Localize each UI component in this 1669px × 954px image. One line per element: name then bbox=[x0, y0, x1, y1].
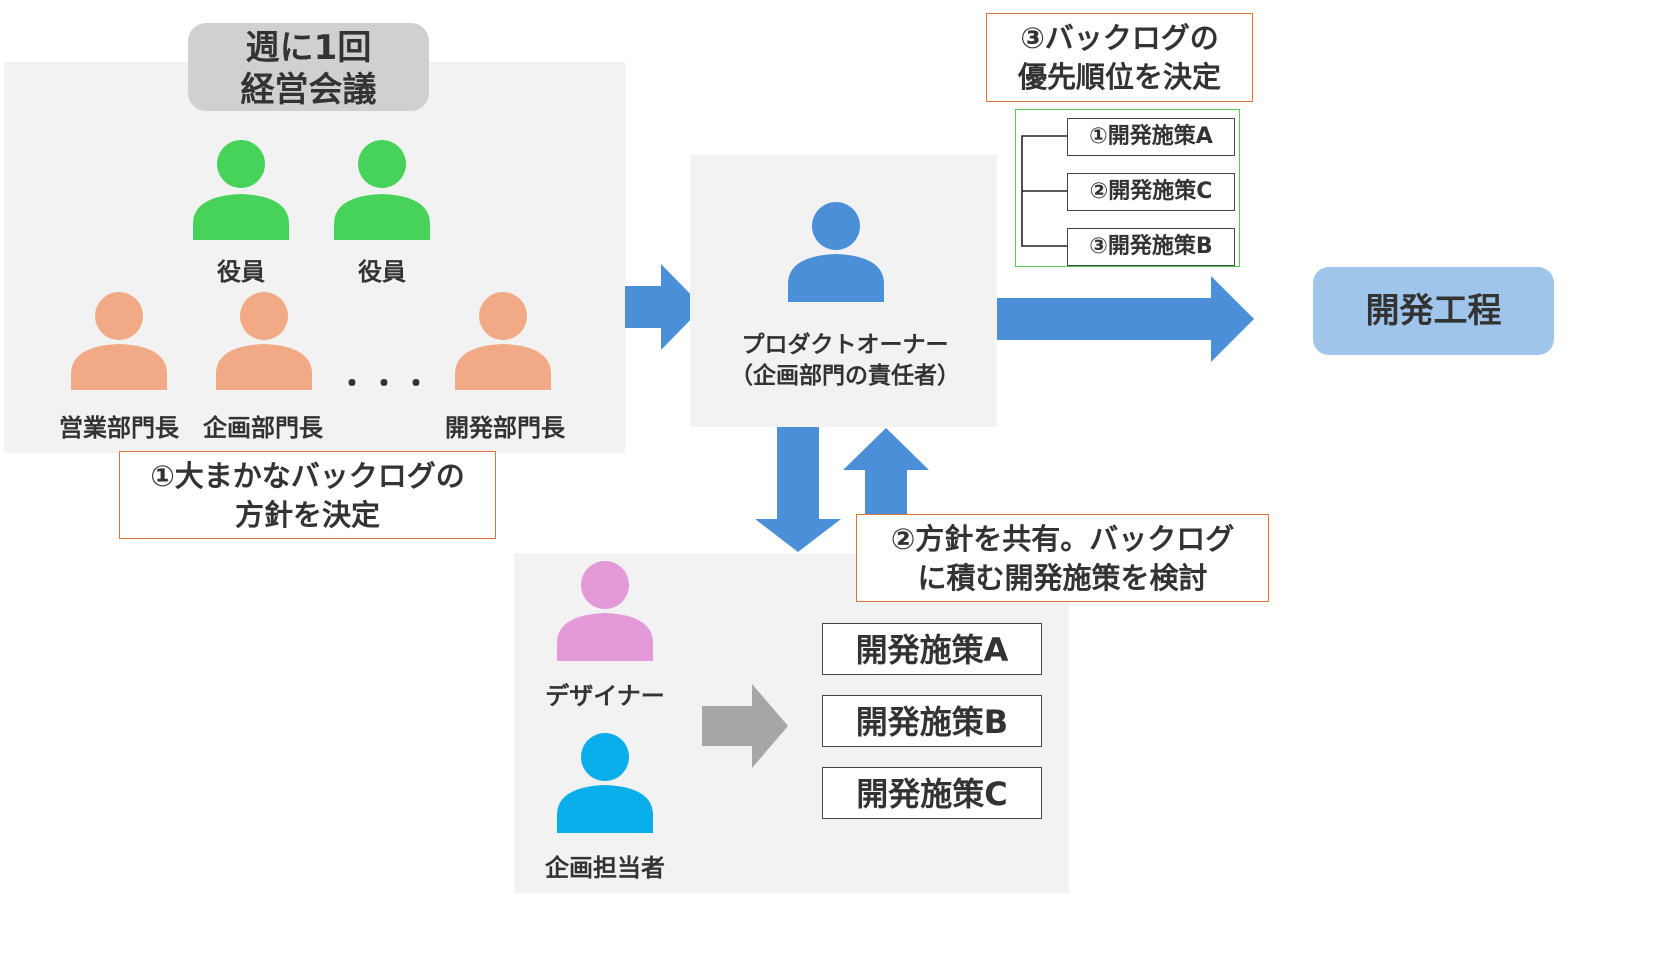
step1-line1: ①大まかなバックログの bbox=[150, 459, 465, 493]
dev-head-label: 開発部門長 bbox=[445, 414, 565, 442]
planner-person-icon bbox=[557, 733, 653, 833]
meeting-title: 週に1回 経営会議 bbox=[188, 23, 429, 111]
ellipsis: ・・・ bbox=[338, 367, 435, 400]
step2-line1: ②方針を共有。バックログ bbox=[890, 522, 1235, 556]
step2-callout: ②方針を共有。バックログ に積む開発施策を検討 bbox=[856, 514, 1269, 602]
executive-person-icon bbox=[193, 140, 289, 240]
dev-process-box: 開発工程 bbox=[1313, 267, 1554, 355]
task-item: 開発施策C bbox=[822, 767, 1042, 819]
step1-line2: 方針を決定 bbox=[234, 498, 380, 532]
step3-callout: ③バックログの 優先順位を決定 bbox=[986, 13, 1253, 102]
product-owner-role: （企画部門の責任者） bbox=[730, 363, 960, 389]
step2-line2: に積む開発施策を検討 bbox=[917, 561, 1208, 595]
executive-label: 役員 bbox=[217, 258, 265, 286]
executive-person-icon bbox=[334, 140, 430, 240]
planning-head-person-icon bbox=[216, 292, 312, 390]
meeting-panel bbox=[4, 62, 625, 453]
arrow-down-icon bbox=[755, 427, 841, 552]
priority-item: ③開発施策B bbox=[1067, 228, 1235, 266]
priority-tree-lines bbox=[1021, 135, 1067, 247]
task-item: 開発施策A bbox=[822, 623, 1042, 675]
product-owner-label: プロダクトオーナー bbox=[741, 332, 949, 358]
step1-callout: ①大まかなバックログの 方針を決定 bbox=[119, 451, 496, 539]
meeting-title-line1: 週に1回 bbox=[245, 28, 372, 68]
designer-person-icon bbox=[557, 561, 653, 661]
sales-head-label: 営業部門長 bbox=[59, 414, 179, 442]
priority-item: ①開発施策A bbox=[1067, 118, 1235, 156]
planner-label: 企画担当者 bbox=[545, 854, 665, 882]
task-item: 開発施策B bbox=[822, 695, 1042, 747]
step3-line1: ③バックログの bbox=[1020, 21, 1219, 55]
planning-head-label: 企画部門長 bbox=[203, 414, 323, 442]
designer-label: デザイナー bbox=[545, 682, 665, 710]
arrow-up-icon bbox=[843, 428, 929, 560]
step3-line2: 優先順位を決定 bbox=[1017, 60, 1221, 94]
meeting-title-line2: 経営会議 bbox=[240, 70, 377, 110]
sales-head-person-icon bbox=[71, 292, 167, 390]
arrow-right-icon bbox=[702, 684, 788, 768]
priority-item: ②開発施策C bbox=[1067, 173, 1235, 211]
dev-head-person-icon bbox=[455, 292, 551, 390]
product-owner-person-icon bbox=[788, 202, 884, 302]
executive-label: 役員 bbox=[358, 258, 406, 286]
arrow-right-icon bbox=[625, 264, 703, 350]
arrow-right-icon bbox=[997, 276, 1254, 362]
